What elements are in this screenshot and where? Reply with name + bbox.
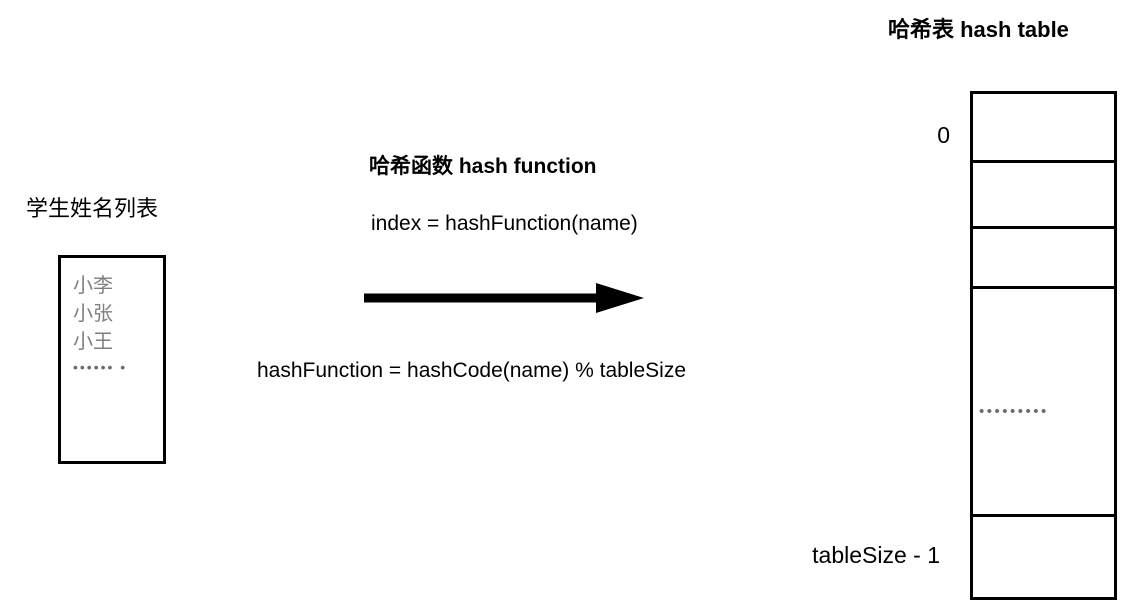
student-list-box: 小李 小张 小王 •••••• •	[58, 255, 166, 464]
hash-function-index-formula: index = hashFunction(name)	[371, 212, 638, 235]
list-item: 小张	[73, 303, 113, 325]
hash-table: •••••••••	[970, 91, 1117, 600]
hash-table-cell	[973, 517, 1114, 596]
student-list-label: 学生姓名列表	[26, 196, 159, 221]
hash-function-definition: hashFunction = hashCode(name) % tableSiz…	[257, 359, 687, 382]
hash-table-index-first: 0	[937, 122, 950, 148]
hash-table-ellipsis: •••••••••	[979, 403, 1049, 420]
hash-function-title: 哈希函数 hash function	[369, 155, 597, 178]
student-list-ellipsis: •••••• •	[73, 359, 128, 375]
list-item: 小李	[73, 275, 113, 297]
hash-table-cell	[973, 163, 1114, 229]
hash-table-cell	[973, 94, 1114, 163]
list-item: 小王	[73, 331, 113, 353]
hash-table-cell: •••••••••	[973, 289, 1114, 517]
student-list-items: 小李 小张 小王 •••••• •	[61, 258, 163, 376]
hash-table-index-last: tableSize - 1	[812, 542, 940, 568]
hash-table-title: 哈希表 hash table	[888, 17, 1069, 42]
right-arrow-icon	[364, 283, 644, 313]
hash-table-cell	[973, 229, 1114, 289]
